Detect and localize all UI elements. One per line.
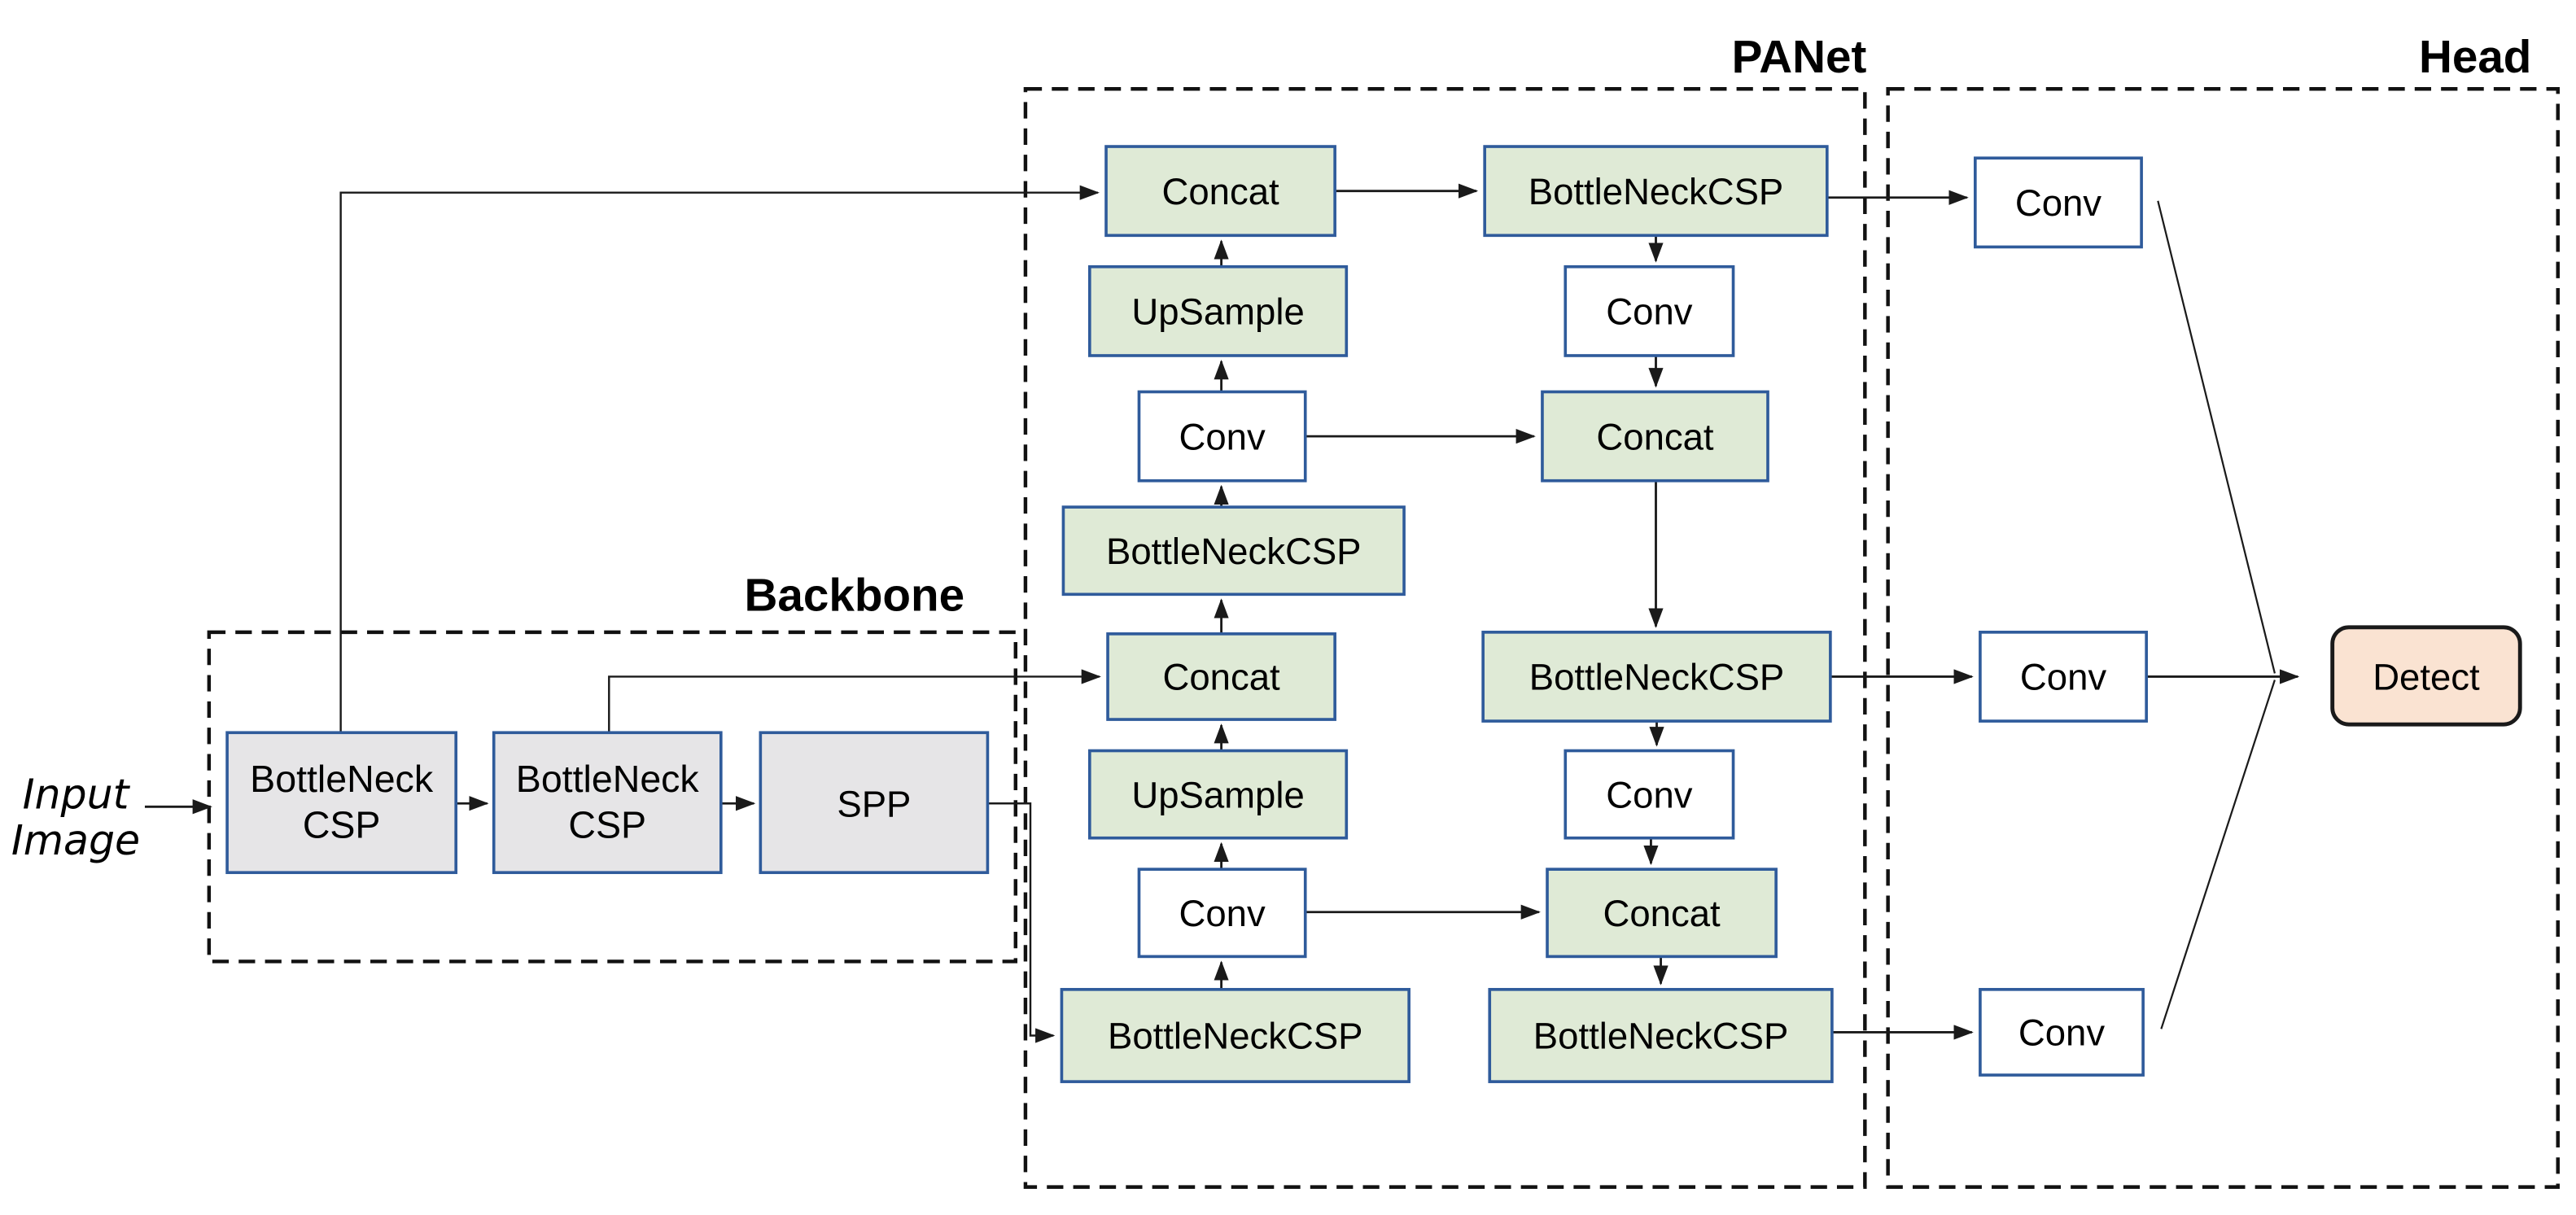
panet-conv-right-lower-label: Conv [1606, 774, 1692, 815]
backbone-section-frame [207, 630, 1018, 964]
panet-conv-left-lower-box [1137, 868, 1307, 959]
panet-concat-top-label: Concat [1162, 171, 1279, 212]
panet-upsample-top-box [1087, 264, 1349, 357]
node-panet-bottleneckcsp-right-top: BottleNeckCSP [1483, 145, 1829, 238]
panet-bottleneckcsp-right-bottom-box [1488, 988, 1834, 1083]
node-panet-bottleneckcsp-left-bottom: BottleNeckCSP [1060, 988, 1410, 1083]
panet-bottleneckcsp-right-top-box [1483, 145, 1829, 238]
panet-concat-right-upper-label: Concat [1596, 416, 1713, 457]
node-panet-concat-top: Concat [1104, 145, 1336, 238]
node-panet-upsample-top: UpSample [1087, 264, 1349, 357]
input-image-label-line1: Input [23, 770, 131, 818]
head-conv-top-label: Conv [2015, 182, 2101, 224]
panet-conv-left-lower-label: Conv [1179, 893, 1266, 934]
panet-section-label: PANet [1732, 32, 1867, 83]
panet-upsample-top-label: UpSample [1131, 291, 1304, 333]
panet-conv-left-upper-label: Conv [1179, 416, 1266, 457]
head-detect-label: Detect [2373, 657, 2480, 698]
panet-conv-right-upper-box [1564, 264, 1735, 357]
skip-arrow-bottleneckcsp1-to-concat-top [339, 185, 1100, 733]
head-conv-bottom-box [1979, 988, 2145, 1077]
panet-upsample-lower-box [1087, 749, 1349, 840]
panet-concat-right-lower-box [1546, 868, 1778, 959]
panet-concat-mid-box [1106, 632, 1336, 721]
panet-concat-mid-label: Concat [1163, 657, 1280, 698]
fan-line-conv-bottom-to-detect [2160, 680, 2276, 1029]
panet-conv-right-upper-label: Conv [1606, 291, 1692, 333]
node-panet-concat-mid: Concat [1106, 632, 1336, 721]
node-panet-conv-left-upper: Conv [1137, 390, 1307, 483]
node-panet-conv-right-upper: Conv [1564, 264, 1735, 357]
node-head-detect: Detect [2330, 625, 2522, 727]
node-head-conv-bottom: Conv [1979, 988, 2145, 1077]
node-panet-bottleneckcsp-right-mid: BottleNeckCSP [1481, 631, 1832, 723]
head-conv-bottom-label: Conv [2018, 1012, 2105, 1054]
panet-conv-left-upper-box [1137, 390, 1307, 483]
panet-bottleneckcsp-right-bottom-label: BottleNeckCSP [1533, 1016, 1789, 1057]
panet-bottleneckcsp-right-top-label: BottleNeckCSP [1529, 171, 1784, 212]
panet-concat-right-upper-box [1541, 390, 1769, 483]
node-panet-concat-right-lower: Concat [1546, 868, 1778, 959]
panet-concat-right-lower-label: Concat [1603, 893, 1721, 934]
input-image-label-line2: Image [11, 816, 140, 864]
input-image-label: Input Image [11, 770, 140, 864]
backbone-bottleneckcsp-2-box [492, 731, 723, 875]
panet-conv-right-lower-box [1564, 749, 1735, 840]
node-panet-conv-left-lower: Conv [1137, 868, 1307, 959]
node-panet-upsample-lower: UpSample [1087, 749, 1349, 840]
node-panet-bottleneckcsp-right-bottom: BottleNeckCSP [1488, 988, 1834, 1083]
panet-bottleneckcsp-left-bottom-box [1060, 988, 1410, 1083]
backbone-spp-box [759, 731, 990, 875]
backbone-section-label: Backbone [745, 570, 965, 622]
panet-bottleneckcsp-right-mid-box [1481, 631, 1832, 723]
panet-bottleneckcsp-right-mid-label: BottleNeckCSP [1529, 657, 1785, 698]
head-conv-mid-label: Conv [2020, 657, 2106, 698]
skip-arrow-bottleneckcsp2-to-concat-mid [608, 669, 1101, 733]
panet-concat-top-box [1104, 145, 1336, 238]
backbone-bottleneckcsp-1-box [225, 731, 458, 875]
panet-bottleneckcsp-left-bottom-label: BottleNeckCSP [1108, 1016, 1363, 1057]
head-section-frame [1886, 87, 2560, 1189]
fan-line-conv-top-to-detect [2157, 200, 2276, 674]
panet-bottleneckcsp-left-mid-label: BottleNeckCSP [1106, 531, 1362, 572]
backbone-spp-label: SPP [837, 783, 911, 824]
node-panet-bottleneckcsp-left-mid: BottleNeckCSP [1061, 505, 1406, 597]
head-conv-mid-box [1979, 631, 2148, 723]
head-section-label: Head [2419, 32, 2531, 83]
node-backbone-spp: SPP [759, 731, 990, 875]
panet-section-frame [1023, 87, 1867, 1189]
head-conv-top-box [1974, 156, 2143, 249]
node-panet-concat-right-upper: Concat [1541, 390, 1769, 483]
head-detect-box [2330, 625, 2522, 727]
node-head-conv-top: Conv [1974, 156, 2143, 249]
panet-bottleneckcsp-left-mid-box [1061, 505, 1406, 597]
arrow-spp-to-bottleneckcsp-left-bottom [987, 802, 1056, 1043]
panet-upsample-lower-label: UpSample [1131, 774, 1304, 815]
node-head-conv-mid: Conv [1979, 631, 2148, 723]
node-panet-conv-right-lower: Conv [1564, 749, 1735, 840]
